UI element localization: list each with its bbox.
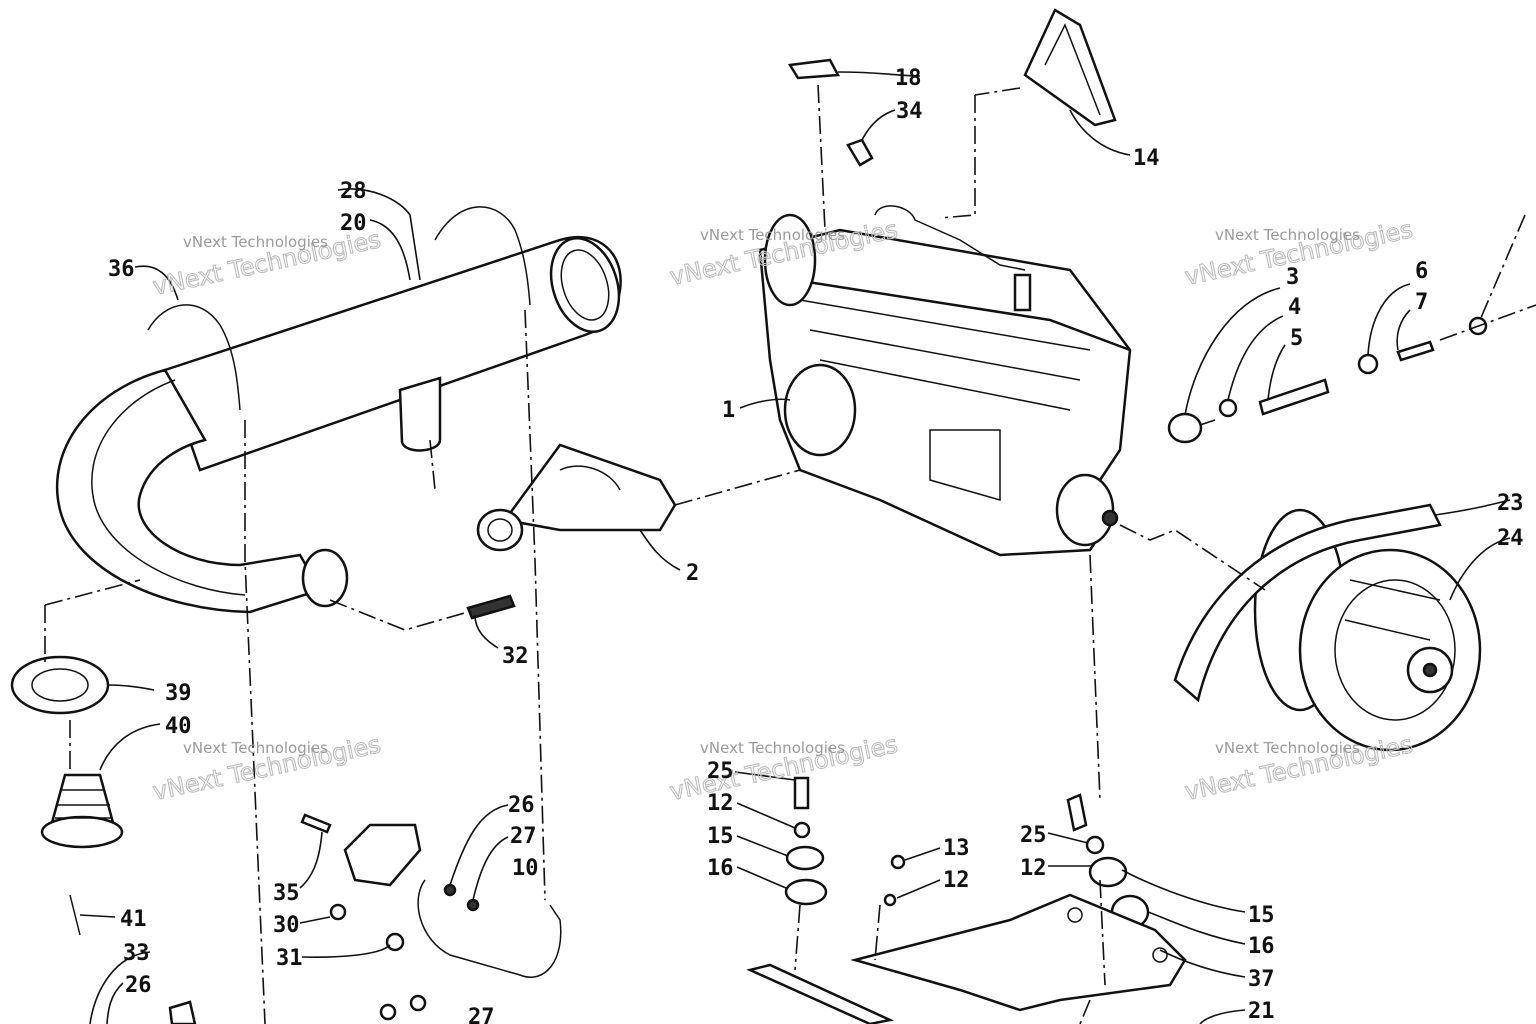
bracket-35-part [300,813,562,978]
washer-27b [379,1003,397,1021]
gasket-39 [10,655,110,715]
part-33-fragment [168,1000,197,1024]
boot-40-part [40,773,124,849]
callout-6: 6 [1415,259,1428,284]
callout-18: 18 [895,66,922,91]
nut-27b [409,994,427,1012]
callout-27: 27 [468,1005,495,1024]
callout-40: 40 [165,714,192,739]
callout-2: 2 [686,561,699,586]
nut-31 [385,932,405,952]
manifold-part [476,443,677,552]
watermark-text: vNext Technologies [700,226,845,244]
callout-1: 1 [722,398,735,423]
watermark-text: vNext Technologies [1215,226,1360,244]
watermark-group: vNext Technologies vNext Technologies vN… [150,215,1416,807]
mounting-plate-part [746,893,1187,1024]
spring-28 [434,206,531,306]
callout-30: 30 [273,913,300,938]
callout-25: 25 [707,759,734,784]
callout-7: 7 [1415,290,1428,315]
callout-37: 37 [1248,967,1275,992]
watermark-text: vNext Technologies [183,739,328,757]
callout-5: 5 [1290,326,1303,351]
callout-23: 23 [1497,491,1524,516]
callout-25: 25 [1020,823,1047,848]
callout-15: 15 [707,824,734,849]
decal-18 [787,58,841,80]
callout-10: 10 [512,856,539,881]
clutch-24-part [1253,508,1482,752]
washer-13 [890,854,906,870]
engine-part [758,205,1132,557]
callout-13: 13 [943,836,970,861]
gasket-39-inner [31,668,89,702]
callout-16: 16 [1248,934,1275,959]
spring-41 [69,894,81,936]
callout-labels: 1 2 3 4 5 6 7 10 12 12 12 13 14 15 15 16… [108,66,1524,1024]
parts-artwork [10,8,1488,1024]
leader-lines [44,71,1536,1024]
watermark-text: vNext Technologies [1215,739,1360,757]
callout-12: 12 [1020,856,1047,881]
callout-20: 20 [340,211,367,236]
callout-41: 41 [120,907,147,932]
spring-36 [147,304,241,411]
callout-21: 21 [1248,999,1275,1024]
callout-16: 16 [707,856,734,881]
callout-36: 36 [108,257,135,282]
callout-33: 33 [123,941,150,966]
callout-26: 26 [508,793,535,818]
callout-15: 15 [1248,903,1275,928]
callout-27: 27 [510,824,537,849]
clip-34 [846,138,874,167]
muffler-part [163,235,622,472]
spring-32 [466,594,516,620]
callout-4: 4 [1288,295,1301,320]
callout-26: 26 [125,973,152,998]
cover-14-part [1023,8,1117,127]
callout-35: 35 [273,881,300,906]
callout-34: 34 [896,99,923,124]
callout-31: 31 [276,946,303,971]
mount-assembly-left [784,776,828,906]
callout-24: 24 [1497,526,1524,551]
callout-32: 32 [502,644,529,669]
watermark-text: vNext Technologies [700,739,845,757]
exhaust-pipe-part [55,368,349,614]
hardware-3-7 [1167,316,1488,444]
watermark-text: vNext Technologies [183,233,328,251]
washer-12c [883,893,897,907]
callout-12: 12 [707,791,734,816]
callout-39: 39 [165,681,192,706]
callout-14: 14 [1133,146,1160,171]
callout-12: 12 [943,868,970,893]
washer-30 [329,903,347,921]
callout-3: 3 [1286,265,1299,290]
callout-28: 28 [340,179,367,204]
